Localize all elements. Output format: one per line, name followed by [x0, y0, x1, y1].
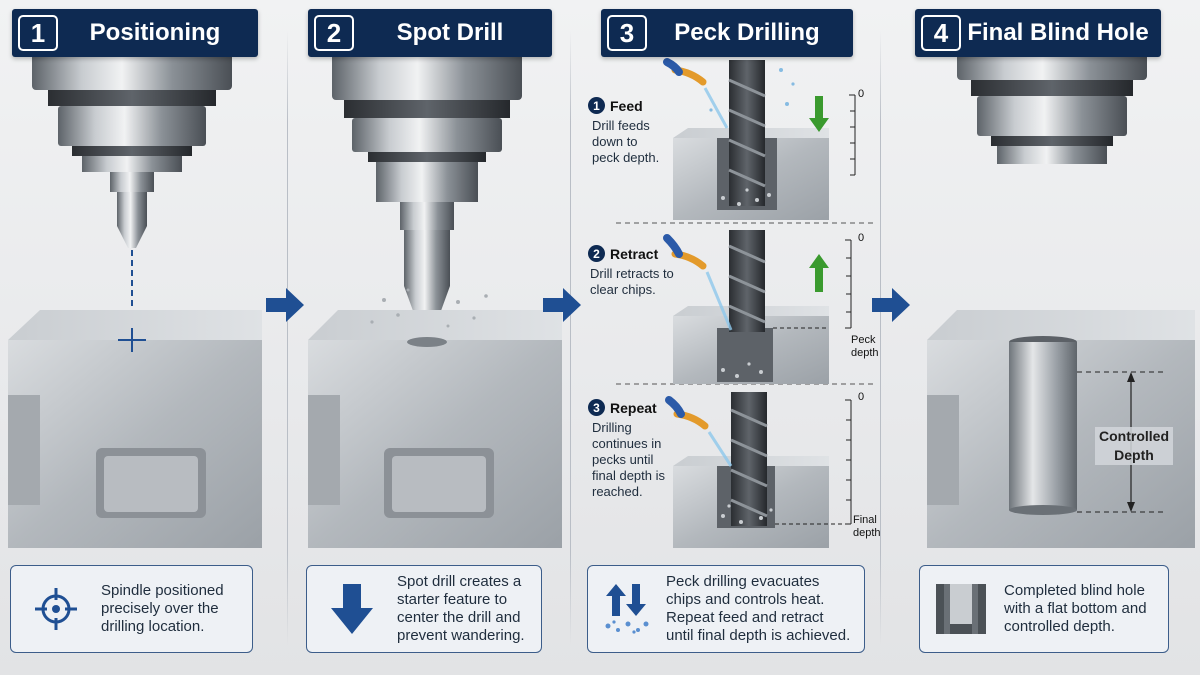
- spot-drill-illustration: [308, 40, 562, 548]
- step-title: Peck Drilling: [674, 19, 820, 46]
- step-info-box: Spindle positioned precisely over the dr…: [10, 565, 253, 653]
- step-info-box: Peck drilling evacuates chips and contro…: [587, 565, 865, 653]
- final-blind-hole-illustration: [927, 40, 1195, 548]
- step-number: 4: [921, 15, 961, 51]
- peck-phase-label: 2 Retract: [588, 245, 658, 262]
- step-title: Positioning: [89, 19, 221, 46]
- right-arrow-icon: [266, 288, 304, 322]
- panel-divider: [570, 30, 571, 645]
- right-arrow-icon: [872, 288, 910, 322]
- peck-drilling-illustration: [616, 58, 876, 548]
- scale-zero-label: 0: [858, 232, 865, 244]
- step-header: 1 Positioning: [12, 9, 258, 57]
- up-down-arrows-chips-icon: [605, 584, 649, 634]
- peck-phase-label: 3 Repeat: [588, 399, 657, 416]
- scale-zero-label: 0: [858, 88, 865, 100]
- down-arrow-icon: [331, 584, 373, 634]
- step-title: Final Blind Hole: [967, 19, 1149, 46]
- phase-number-badge: 3: [588, 399, 605, 416]
- step-info-box: Spot drill creates a starter feature to …: [306, 565, 542, 653]
- step-number: 2: [314, 15, 354, 51]
- right-arrow-icon: [543, 288, 581, 322]
- step-panel-spot-drill: 2 Spot Drill Spot drill creates a starte…: [288, 0, 570, 675]
- step-info-text: Spot drill creates a starter feature to …: [397, 573, 525, 644]
- phase-title: Retract: [610, 245, 659, 262]
- step-info-text: Completed blind hole with a flat bottom …: [1004, 582, 1147, 635]
- positioning-illustration: [8, 40, 262, 548]
- step-info-text: Peck drilling evacuates chips and contro…: [666, 573, 851, 644]
- peck-phase-label: 1 Feed: [588, 97, 643, 114]
- step-info-text: Spindle positioned precisely over the dr…: [101, 582, 224, 635]
- peck-depth-label: Peck depth: [851, 334, 879, 359]
- panel-divider: [880, 30, 881, 645]
- panel-divider: [287, 30, 288, 645]
- step-info-box: Completed blind hole with a flat bottom …: [919, 565, 1169, 653]
- step-panel-positioning: 1 Positioning Spindle positioned precise…: [0, 0, 287, 675]
- phase-title: Feed: [610, 97, 643, 114]
- crosshair-target-icon: [35, 588, 77, 630]
- phase-number-badge: 1: [588, 97, 605, 114]
- controlled-depth-label: Controlled Depth: [1095, 427, 1173, 465]
- step-number: 1: [18, 15, 58, 51]
- phase-title: Repeat: [610, 399, 657, 416]
- scale-zero-label: 0: [858, 391, 865, 403]
- blind-hole-section-icon: [936, 584, 986, 634]
- final-depth-label: Final depth: [853, 514, 881, 539]
- step-header: 4 Final Blind Hole: [915, 9, 1161, 57]
- step-panel-final-blind-hole: Controlled Depth 4 Final Blind Hole Comp…: [881, 0, 1200, 675]
- phase-description: Drill retracts to clear chips.: [590, 266, 674, 297]
- step-header: 2 Spot Drill: [308, 9, 552, 57]
- step-title: Spot Drill: [396, 19, 504, 46]
- phase-number-badge: 2: [588, 245, 605, 262]
- step-number: 3: [607, 15, 647, 51]
- step-panel-peck-drilling: 3 Peck Drilling 1 Feed Drill feeds down …: [571, 0, 881, 675]
- phase-description: Drill feeds down to peck depth.: [592, 118, 660, 165]
- step-header: 3 Peck Drilling: [601, 9, 853, 57]
- phase-description: Drilling continues in pecks until final …: [592, 420, 665, 499]
